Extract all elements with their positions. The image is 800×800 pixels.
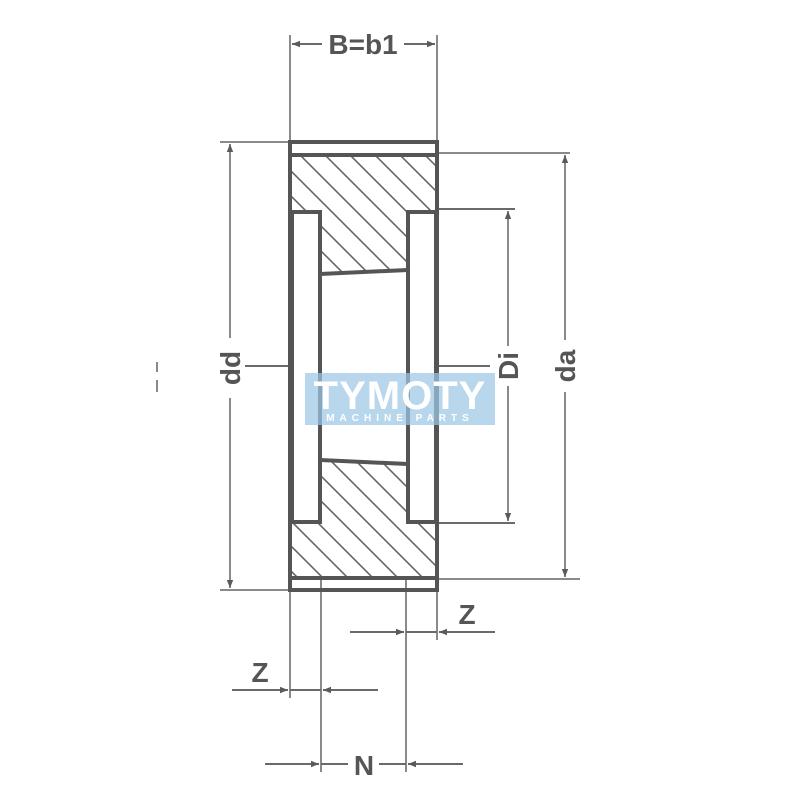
label-inner-diameter: Di (493, 352, 524, 380)
watermark: TYMOTY MACHINE PARTS (305, 373, 495, 425)
dimension-inner-diameter: Di (493, 211, 524, 521)
dimension-hub-width: N (265, 750, 463, 781)
part-outline (288, 140, 439, 592)
dimension-width: B=b1 (292, 29, 435, 60)
dimension-recess-right: Z (350, 599, 495, 636)
label-recess-left: Z (251, 657, 268, 688)
watermark-tagline: MACHINE PARTS (326, 413, 474, 424)
label-width: B=b1 (328, 29, 397, 60)
dimension-recess-left: Z (232, 657, 378, 694)
watermark-background (305, 373, 495, 425)
dimension-outside-diameter: da (550, 155, 581, 577)
dimension-pitch-diameter: dd (215, 144, 246, 588)
watermark-brand: TYMOTY (314, 374, 487, 418)
label-hub-width: N (354, 750, 374, 781)
label-recess-right: Z (458, 599, 475, 630)
label-pitch-diameter: dd (215, 351, 246, 385)
label-outside-diameter: da (550, 349, 581, 382)
